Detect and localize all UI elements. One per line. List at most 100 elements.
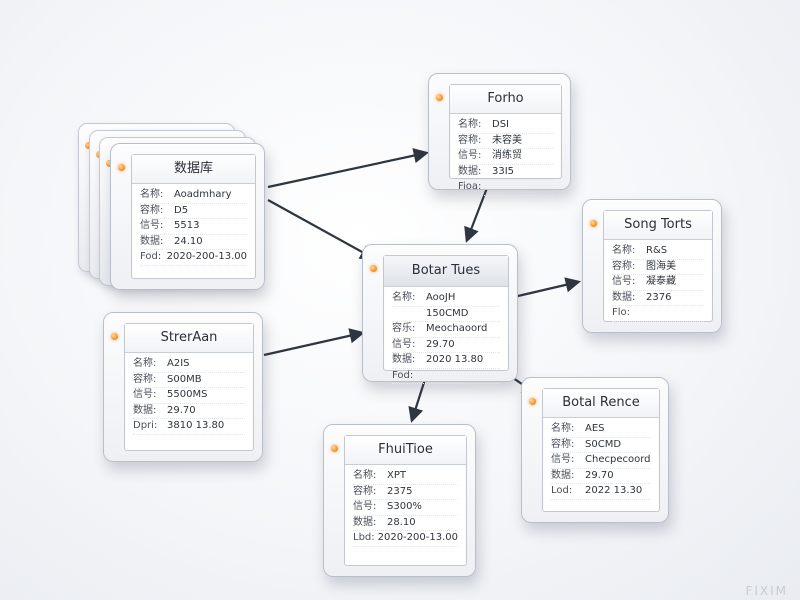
field-key: 容称: [458, 134, 482, 146]
field-value: D5 [174, 204, 189, 216]
node-field-row: 信号: 凝泰藏 [612, 275, 704, 291]
field-value: 2020-200-13.00 [166, 251, 247, 262]
node-field-row: 数据: 29.70 [133, 404, 245, 419]
watermark: FIXIM [745, 584, 788, 598]
node-field-row: 容称: 未容美 [458, 134, 553, 149]
field-key: 名称: [551, 423, 575, 434]
node-field-row: 信号:S300% [353, 500, 458, 516]
node-field-row: 信号:5513 [140, 219, 247, 235]
field-key: 容称: [133, 373, 157, 385]
field-value: 150CMD [426, 307, 469, 319]
field-key: 名称: [458, 119, 482, 130]
node-field-row: 名称:Aoadmhary [140, 188, 247, 204]
field-value: 2020 13.80 [426, 354, 484, 365]
node-field-row: 150CMD [392, 307, 500, 322]
status-led-icon [106, 160, 113, 167]
node-field-row: 数据: 29.70 [551, 469, 651, 484]
field-key: 信号: [392, 338, 416, 350]
node-title: Botar Tues [384, 256, 508, 287]
field-value: AooJH [426, 292, 456, 303]
node-field-row: 名称: XPT [353, 469, 458, 485]
node-field-row: Fod: 2020-200-13.00 [140, 250, 247, 266]
status-led-icon [529, 398, 536, 405]
field-key: 信号: [612, 276, 636, 287]
field-key: 名称: [353, 470, 377, 481]
node-field-row: 名称:DSI [458, 118, 553, 134]
field-value: Aoadmhary [174, 189, 232, 200]
field-key: 容称: [551, 438, 575, 450]
status-led-icon [111, 333, 118, 340]
node-title: Botal Rence [543, 389, 659, 418]
field-value: 5500MS [167, 389, 208, 400]
field-value: 未容美 [492, 134, 522, 146]
field-key: 数据: [353, 516, 377, 528]
node-field-row: Lbd:2020-200-13.00 [353, 531, 458, 547]
node-field-row: 信号:消练贸 [458, 149, 553, 165]
field-value: AES [585, 423, 605, 434]
node-field-row: 数据:24.10 [140, 235, 247, 250]
field-key: 数据: [392, 354, 416, 365]
field-key: 数据: [612, 291, 636, 303]
node-field-row: 信号: Checpecoord [551, 453, 651, 469]
field-key: 容称: [612, 260, 636, 272]
node-field-row: 名称:A2IS [133, 357, 245, 373]
field-key: 数据: [133, 404, 157, 416]
node-field-row: 信号:5500MS [133, 388, 245, 404]
status-led-icon [436, 94, 443, 101]
field-value: 消练贸 [492, 150, 522, 161]
node-field-row: Fioa: [458, 180, 553, 196]
field-key: 数据: [551, 469, 575, 481]
node-field-row: 容称: D5 [140, 204, 247, 219]
node-field-row: 数据:33I5 [458, 165, 553, 180]
node-field-row: Lod:2022 13.30 [551, 484, 651, 500]
status-led-icon [370, 265, 377, 272]
field-value: S0CMD [585, 438, 622, 450]
field-key: Fod: [140, 251, 162, 262]
node-title: Forho [450, 85, 561, 114]
field-key: 信号: [551, 454, 575, 465]
field-key: 信号: [140, 220, 164, 231]
field-value: 24.10 [174, 235, 203, 247]
field-value: 2022 13.30 [585, 485, 643, 496]
field-key: 名称: [612, 245, 636, 256]
field-value: 2375 [387, 485, 413, 497]
field-value: 29.70 [585, 469, 614, 481]
field-value: A2IS [167, 358, 190, 369]
field-key: 数据: [458, 165, 482, 177]
node-field-row: 信号:29.70 [392, 338, 500, 353]
field-value: Checpecoord [585, 454, 651, 465]
field-key [392, 307, 426, 322]
field-value: XPT [387, 470, 406, 481]
connector-arrow-n0-n2 [267, 199, 376, 260]
field-value: 凝泰藏 [646, 276, 676, 287]
field-value: 图海美 [646, 260, 676, 272]
node-card[interactable]: Botal Rence 名称: AES 容称: S0CMD 信号: Checpecoord 数… [521, 377, 669, 523]
node-field-row: 数据:2376 [612, 291, 704, 306]
connector-arrow-n0-n1 [267, 148, 430, 189]
field-value: S00MB [167, 373, 202, 385]
field-value: 3810 13.80 [167, 420, 225, 431]
connector-arrow-n1-n2 [464, 187, 489, 243]
field-key: 容称: [140, 204, 164, 216]
node-field-row: 容称: S00MB [133, 373, 245, 388]
field-value: 2020-200-13.00 [377, 532, 458, 543]
node-field-row: 容称: S0CMD [551, 438, 651, 453]
field-value: 29.70 [167, 404, 196, 416]
connector-arrow-n2-n3 [517, 277, 581, 298]
